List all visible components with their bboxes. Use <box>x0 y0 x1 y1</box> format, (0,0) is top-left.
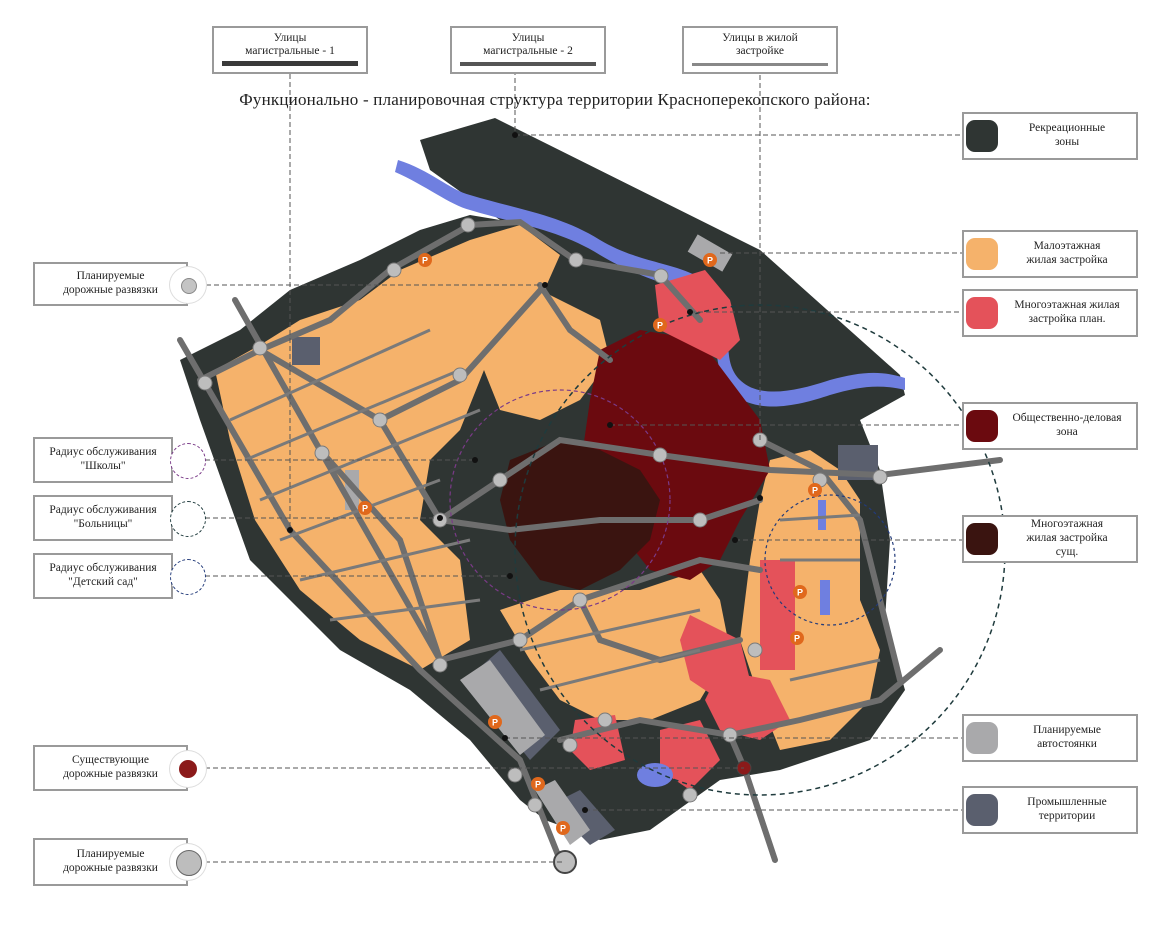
legend-planned-junctions-bottom-line1: Планируемые <box>76 848 145 861</box>
hospital-radius-symbol <box>170 501 206 537</box>
highrise-plan-swatch <box>966 297 998 329</box>
legend-lowrise-line1: Малоэтажная <box>1033 240 1101 253</box>
highrise-existing <box>500 440 660 590</box>
street-legend-residential-line1: Улицы в жилой <box>722 32 798 44</box>
legend-lowrise-line2: жилая застройка <box>1026 254 1108 266</box>
legend-lowrise: Малоэтажная жилая застройка <box>962 230 1138 278</box>
legend-highrise-plan-line2: застройка план. <box>1028 313 1106 325</box>
legend-existing-junctions-line1: Существующие <box>71 754 149 767</box>
legend-planned-junctions-top-line1: Планируемые <box>76 270 145 283</box>
parking-marker-label: P <box>492 718 498 728</box>
lake-east <box>820 580 830 615</box>
street-legend-main-1: Улицы магистральные - 1 <box>212 26 368 74</box>
leader-lines <box>190 70 980 863</box>
legend-school-radius-line1: Радиус обслуживания <box>49 446 157 459</box>
parking-marker-label: P <box>657 321 663 331</box>
lowrise-north <box>470 290 610 420</box>
parking-marker-label: P <box>707 256 713 266</box>
legend-business-line1: Общественно-деловая <box>1012 412 1122 425</box>
parking-southwest <box>460 660 545 755</box>
parking-marker-label: P <box>560 824 566 834</box>
planned-junction-symbol-top <box>170 267 206 303</box>
legend-parking: Планируемые автостоянки <box>962 714 1138 762</box>
legend-planned-junctions-top-line2: дорожные развязки <box>63 284 158 296</box>
road-network <box>177 218 1003 863</box>
planned-junction-large-dot <box>176 850 202 876</box>
street-line-medium <box>460 62 596 66</box>
parking-marker-label: P <box>812 486 818 496</box>
legend-business: Общественно-деловая зона <box>962 402 1138 450</box>
recreation-swatch <box>966 120 998 152</box>
lake-east-2 <box>818 500 826 530</box>
industrial-west <box>292 337 320 365</box>
planned-junction-dot <box>181 278 197 294</box>
legend-parking-line1: Планируемые <box>1033 724 1101 737</box>
parking-south <box>535 780 590 845</box>
industrial-swatch <box>966 794 998 826</box>
street-legend-main-1-line1: Улицы <box>273 32 307 44</box>
lake-south <box>637 763 673 787</box>
legend-planned-junctions-bottom: Планируемые дорожные развязки <box>33 838 188 886</box>
parking-marker-label: P <box>422 256 428 266</box>
parking-swatch <box>966 722 998 754</box>
kindergarten-radius-symbol <box>170 559 206 595</box>
lowrise-swatch <box>966 238 998 270</box>
parking-markers: P P P P P P P P P P <box>358 253 822 835</box>
legend-industrial: Промышленные территории <box>962 786 1138 834</box>
planned-junction-symbol-bottom <box>170 844 206 880</box>
legend-planned-junctions-bottom-line2: дорожные развязки <box>63 862 158 874</box>
street-legend-main-2-line1: Улицы <box>511 32 545 44</box>
parking-marker-label: P <box>797 588 803 598</box>
legend-kindergarten-radius-line2: "Детский сад" <box>68 576 138 588</box>
legend-highrise-plan: Многоэтажная жилая застройка план. <box>962 289 1138 337</box>
street-line-thick <box>222 61 358 66</box>
business-swatch <box>966 410 998 442</box>
parking-marker-label: P <box>535 780 541 790</box>
legend-highrise-existing: Многоэтажная жилая застройка сущ. <box>962 515 1138 563</box>
legend-school-radius: Радиус обслуживания "Школы" <box>33 437 173 483</box>
street-line-thin <box>692 63 828 66</box>
legend-parking-line2: автостоянки <box>1037 738 1097 750</box>
school-radius <box>449 389 671 611</box>
highrise-plan-east <box>760 560 795 670</box>
legend-recreation-line1: Рекреационные <box>1028 122 1106 135</box>
kindergarten-radius <box>764 494 896 626</box>
street-legend-main-2-line2: магистральные - 2 <box>483 45 573 58</box>
legend-industrial-line2: территории <box>1038 810 1096 822</box>
legend-existing-junctions: Существующие дорожные развязки <box>33 745 188 791</box>
highrise-existing-swatch <box>966 523 998 555</box>
legend-highrise-existing-line3: сущ. <box>1055 545 1079 558</box>
legend-hospital-radius: Радиус обслуживания "Больницы" <box>33 495 173 541</box>
street-legend-main-1-line2: магистральные - 1 <box>245 45 335 58</box>
street-legend-main-2: Улицы магистральные - 2 <box>450 26 606 74</box>
legend-highrise-existing-line2: жилая застройка <box>1026 532 1108 545</box>
street-legend-residential: Улицы в жилой застройке <box>682 26 838 74</box>
legend-business-line2: зона <box>1056 426 1078 438</box>
legend-hospital-radius-line1: Радиус обслуживания <box>49 504 157 517</box>
highrise-plan-south-2 <box>705 670 790 740</box>
legend-kindergarten-radius-line1: Радиус обслуживания <box>49 562 157 575</box>
existing-junction-dot <box>179 760 197 778</box>
legend-highrise-existing-line1: Многоэтажная <box>1030 518 1104 531</box>
page-title: Функционально - планировочная структура … <box>239 90 871 109</box>
existing-junction-symbol <box>170 751 206 787</box>
legend-school-radius-line2: "Школы" <box>80 460 126 472</box>
leader-points <box>287 132 763 813</box>
school-radius-symbol <box>170 443 206 479</box>
legend-kindergarten-radius: Радиус обслуживания "Детский сад" <box>33 553 173 599</box>
parking-marker-label: P <box>362 504 368 514</box>
legend-hospital-radius-line2: "Больницы" <box>73 518 133 530</box>
legend-highrise-plan-line1: Многоэтажная жилая <box>1014 299 1120 312</box>
parking-marker-label: P <box>794 634 800 644</box>
legend-planned-junctions-top: Планируемые дорожные развязки <box>33 262 188 306</box>
legend-existing-junctions-line2: дорожные развязки <box>63 768 158 780</box>
legend-industrial-line1: Промышленные <box>1027 796 1107 809</box>
legend-recreation-line2: зоны <box>1054 136 1080 148</box>
street-legend-residential-line2: застройке <box>736 45 784 58</box>
legend-recreation: Рекреационные зоны <box>962 112 1138 160</box>
